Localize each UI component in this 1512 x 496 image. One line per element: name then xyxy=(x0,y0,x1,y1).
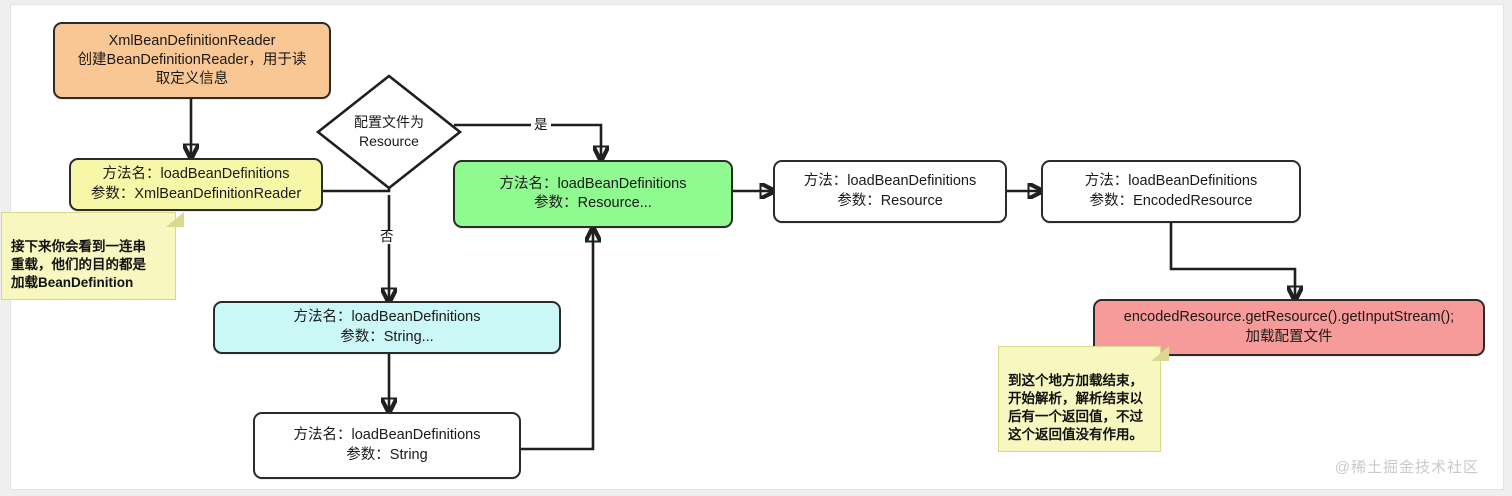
node-load-xmlbeandefinitionreader[interactable]: 方法名：loadBeanDefinitions 参数：XmlBeanDefini… xyxy=(69,158,323,211)
node-xmlbeandefinitionreader-label: XmlBeanDefinitionReader 创建BeanDefinition… xyxy=(77,32,307,88)
node-load-string-label: 方法名：loadBeanDefinitions 参数：String xyxy=(293,427,481,463)
node-load-encodedresource-label: 方法：loadBeanDefinitions 参数：EncodedResourc… xyxy=(1084,173,1258,209)
edge-encodedresource-to-inputstream xyxy=(1169,219,1295,299)
watermark: @稀土掘金技术社区 xyxy=(1334,459,1479,476)
connector-layer xyxy=(11,99,1503,451)
node-load-encodedresource[interactable]: 方法：loadBeanDefinitions 参数：EncodedResourc… xyxy=(1041,160,1301,223)
node-xmlbeandefinitionreader[interactable]: XmlBeanDefinitionReader 创建BeanDefinition… xyxy=(53,22,331,99)
node-load-string-varargs-label: 方法名：loadBeanDefinitions 参数：String... xyxy=(293,309,481,345)
node-load-xmlbeandefinitionreader-label: 方法名：loadBeanDefinitions 参数：XmlBeanDefini… xyxy=(90,166,302,202)
note-overloads-tail-icon xyxy=(166,212,184,227)
node-load-string-varargs[interactable]: 方法名：loadBeanDefinitions 参数：String... xyxy=(213,301,561,354)
note-parse: 到这个地方加载结束， 开始解析，解析结束以 后有一个返回值，不过 这个返回值没有… xyxy=(998,346,1161,452)
node-load-resource-label: 方法：loadBeanDefinitions 参数：Resource xyxy=(803,173,977,209)
node-decision-label: 配置文件为 Resource xyxy=(354,114,424,149)
note-parse-tail-icon xyxy=(1151,346,1169,361)
note-overloads-text: 接下来你会看到一连串 重载，他们的目的都是 加载BeanDefinition xyxy=(11,238,146,290)
diamond-shape-icon xyxy=(315,74,463,190)
diagram-sheet: XmlBeanDefinitionReader 创建BeanDefinition… xyxy=(1,4,1504,490)
edge-label-yes: 是 xyxy=(531,118,551,132)
node-load-string[interactable]: 方法名：loadBeanDefinitions 参数：String xyxy=(253,412,521,479)
edge-label-no: 否 xyxy=(377,230,397,244)
node-load-resource-varargs[interactable]: 方法名：loadBeanDefinitions 参数：Resource... xyxy=(453,160,733,228)
node-load-resource[interactable]: 方法：loadBeanDefinitions 参数：Resource xyxy=(773,160,1007,223)
node-get-inputstream-label: encodedResource.getResource().getInputSt… xyxy=(1123,309,1455,345)
edge-string-to-resource-varargs xyxy=(521,229,593,451)
note-parse-text: 到这个地方加载结束， 开始解析，解析结束以 后有一个返回值，不过 这个返回值没有… xyxy=(1008,372,1143,442)
node-decision-config-is-resource[interactable]: 配置文件为 Resource xyxy=(314,72,464,192)
edge-decision-yes xyxy=(454,123,601,159)
note-overloads: 接下来你会看到一连串 重载，他们的目的都是 加载BeanDefinition xyxy=(1,212,176,300)
node-load-resource-varargs-label: 方法名：loadBeanDefinitions 参数：Resource... xyxy=(499,175,687,211)
